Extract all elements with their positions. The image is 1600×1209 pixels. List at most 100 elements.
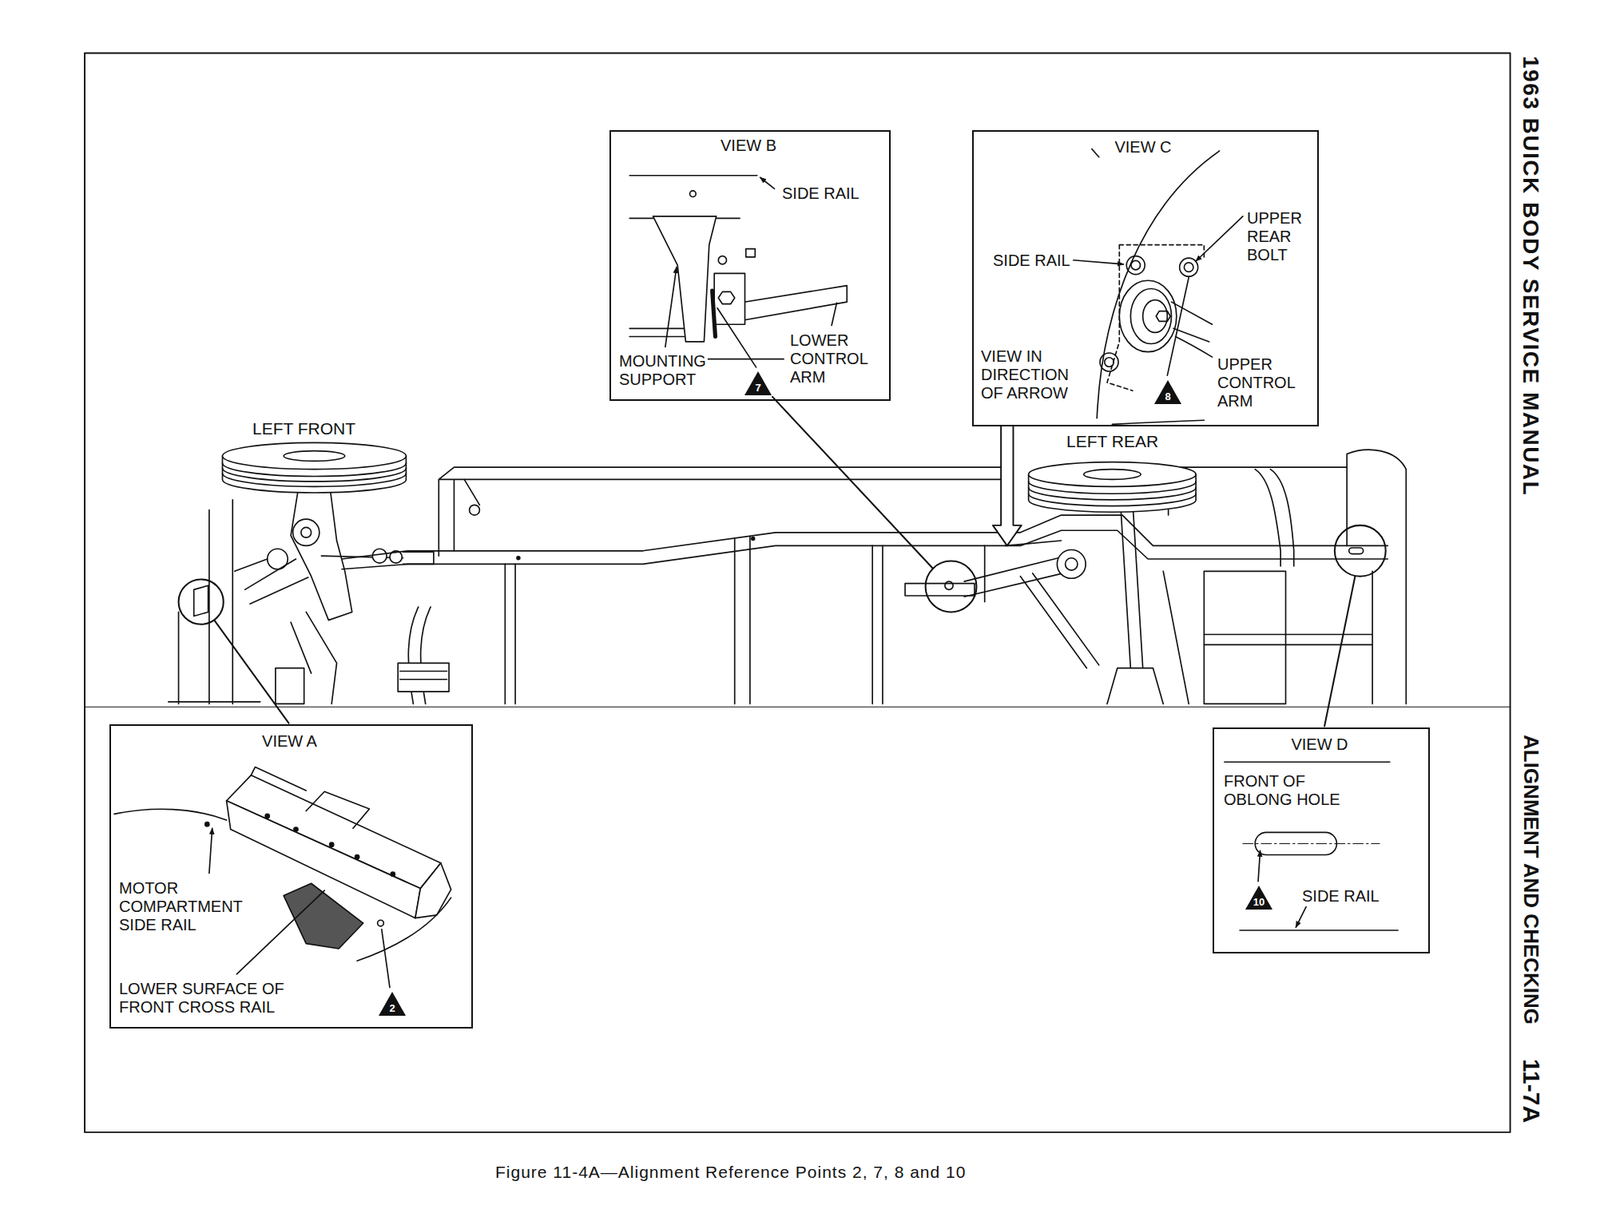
view-a-drawing bbox=[357, 897, 452, 961]
view-c-drawing bbox=[1171, 301, 1212, 342]
view-b-drawing bbox=[831, 302, 837, 326]
view-d-drawing bbox=[1224, 761, 1390, 763]
view-heading: VIEW A bbox=[111, 732, 469, 751]
view-c-drawing bbox=[1111, 420, 1204, 425]
view-a-drawing bbox=[415, 863, 452, 919]
view-panel: VIEW BSIDE RAILMOUNTING SUPPORTLOWER CON… bbox=[609, 130, 891, 401]
callout-number: 8 bbox=[1153, 390, 1183, 404]
chassis-drawing bbox=[168, 500, 261, 704]
leader-line bbox=[772, 397, 934, 569]
chassis-drawing bbox=[1107, 501, 1164, 704]
chassis-drawing bbox=[372, 548, 387, 564]
view-c-drawing bbox=[1073, 260, 1124, 265]
part-label: LOWER CONTROL ARM bbox=[790, 331, 885, 387]
chassis-drawing bbox=[234, 559, 309, 604]
chassis-drawing bbox=[1056, 550, 1086, 580]
view-b-drawing bbox=[712, 290, 716, 337]
view-b-drawing bbox=[714, 273, 745, 325]
chassis-drawing bbox=[397, 663, 449, 692]
chassis-drawing bbox=[194, 585, 209, 616]
chassis-drawing bbox=[504, 536, 985, 704]
chassis-drawing bbox=[400, 671, 448, 680]
leader-line bbox=[1324, 576, 1355, 727]
chassis-drawing bbox=[516, 556, 521, 560]
view-c-drawing bbox=[1167, 277, 1189, 376]
ground-line bbox=[84, 706, 1511, 708]
view-c-drawing bbox=[1179, 258, 1199, 277]
view-heading: VIEW D bbox=[1214, 735, 1426, 755]
rear-tire bbox=[1028, 462, 1196, 488]
view-c-drawing bbox=[1119, 280, 1177, 352]
view-circle bbox=[1334, 525, 1386, 577]
ground-line bbox=[84, 706, 1511, 708]
view-b-drawing bbox=[717, 308, 757, 368]
view-b-drawing bbox=[718, 291, 735, 304]
leader-line bbox=[214, 397, 1355, 727]
chassis-drawing bbox=[944, 581, 953, 590]
view-b-drawing bbox=[718, 256, 727, 265]
rear-tire bbox=[1083, 469, 1142, 481]
view-a-drawing bbox=[114, 809, 227, 821]
chassis-drawing bbox=[301, 527, 312, 538]
chassis-drawing bbox=[905, 583, 975, 596]
chassis-drawing bbox=[469, 504, 481, 516]
view-d-drawing bbox=[1224, 762, 1398, 931]
view-d-drawing bbox=[1258, 850, 1261, 882]
callout-triangle: 10 bbox=[1244, 885, 1274, 911]
view-panel: VIEW AMOTOR COMPARTMENT SIDE RAILLOWER S… bbox=[109, 724, 473, 1029]
chassis-drawing bbox=[168, 449, 1406, 704]
triangle-shape bbox=[378, 992, 406, 1017]
leader-line bbox=[214, 620, 289, 724]
view-b-drawing bbox=[653, 216, 717, 342]
section-title: ALIGNMENT AND CHECKING bbox=[1519, 734, 1544, 1025]
chassis-drawing bbox=[1203, 571, 1286, 704]
chassis-drawing bbox=[751, 537, 755, 541]
view-b-drawing bbox=[708, 358, 785, 361]
figure-caption: Figure 11-4A—Alignment Reference Points … bbox=[495, 1162, 966, 1183]
part-label: UPPER REAR BOLT bbox=[1246, 209, 1315, 265]
view-b-drawing bbox=[629, 328, 686, 337]
view-a-drawing bbox=[329, 842, 334, 847]
callout-triangle: 8 bbox=[1153, 379, 1183, 405]
direction-arrow bbox=[992, 426, 1022, 546]
view-panel: VIEW DFRONT OF OBLONG HOLESIDE RAIL10 bbox=[1212, 727, 1430, 954]
view-c-drawing bbox=[1183, 262, 1193, 272]
illustration bbox=[84, 52, 1511, 1132]
page-number: 11-7A bbox=[1517, 1059, 1545, 1124]
view-c-drawing bbox=[1126, 256, 1145, 275]
part-label: UPPER CONTROL ARM bbox=[1217, 355, 1312, 411]
part-label: SIDE RAIL bbox=[1302, 887, 1398, 906]
front-tire bbox=[222, 442, 406, 493]
page-frame bbox=[84, 52, 1511, 1132]
part-label: SIDE RAIL bbox=[782, 184, 886, 203]
callout-number: 7 bbox=[743, 381, 773, 395]
chassis-drawing bbox=[1349, 547, 1364, 555]
chassis-drawing bbox=[275, 668, 305, 705]
part-label: MOTOR COMPARTMENT SIDE RAIL bbox=[119, 879, 271, 935]
view-c-drawing bbox=[1096, 150, 1219, 419]
chassis-drawing bbox=[1203, 571, 1373, 704]
chassis-drawing bbox=[290, 611, 337, 704]
view-c-drawing bbox=[1107, 245, 1204, 392]
view-b-drawing bbox=[690, 190, 697, 198]
chassis-drawing bbox=[964, 540, 1072, 597]
callout-number: 2 bbox=[377, 1002, 407, 1016]
part-label: SIDE RAIL bbox=[992, 251, 1089, 270]
chassis-drawing bbox=[1020, 573, 1099, 669]
wheel-label: LEFT REAR bbox=[1066, 431, 1159, 452]
view-a-drawing bbox=[205, 822, 210, 827]
view-c-drawing bbox=[1131, 260, 1140, 270]
view-c-drawing bbox=[1155, 311, 1171, 322]
view-b-drawing bbox=[760, 177, 775, 189]
rear-tire bbox=[1028, 462, 1196, 513]
direction-arrow bbox=[992, 426, 1022, 546]
view-a-drawing bbox=[377, 920, 385, 927]
view-a-drawing bbox=[114, 767, 452, 989]
callout-triangle: 7 bbox=[743, 370, 773, 397]
view-a-drawing bbox=[236, 890, 325, 975]
triangle-shape bbox=[1154, 380, 1182, 405]
view-c-drawing bbox=[1175, 337, 1213, 358]
front-tire bbox=[222, 463, 406, 487]
chassis-drawing bbox=[464, 479, 480, 505]
